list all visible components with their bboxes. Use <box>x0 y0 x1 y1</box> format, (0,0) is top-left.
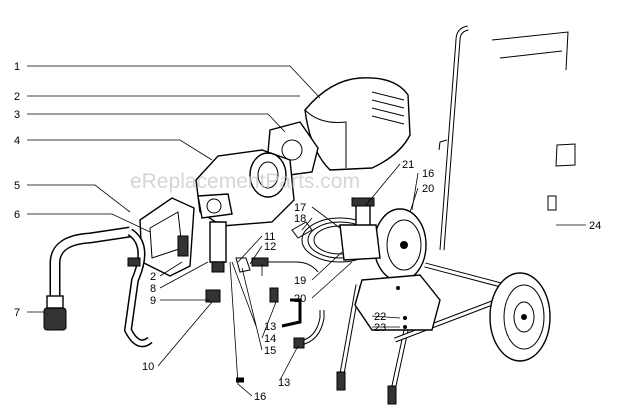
fittings <box>127 221 325 383</box>
callout-20-lower: 20 <box>294 293 306 305</box>
callout-15: 15 <box>264 345 276 357</box>
callout-18: 18 <box>294 213 306 225</box>
pump-wheel <box>373 208 427 282</box>
pump-assembly <box>195 149 295 273</box>
callout-17: 17 <box>294 202 306 214</box>
callout-4: 4 <box>14 135 20 147</box>
callout-10: 10 <box>142 361 154 373</box>
callouts: 1 2 3 4 5 6 7 2 8 9 10 11 12 13 14 15 13… <box>14 61 601 403</box>
callout-2-lower: 2 <box>150 271 156 283</box>
callout-9: 9 <box>150 295 156 307</box>
callout-20: 20 <box>422 183 434 195</box>
callout-13: 13 <box>264 321 276 333</box>
hose-reel <box>301 197 381 263</box>
callout-13-lower: 13 <box>278 377 290 389</box>
watermark: eReplacementParts.com <box>130 170 360 193</box>
leader-lines <box>27 65 586 397</box>
callout-1: 1 <box>14 61 20 73</box>
callout-14: 14 <box>264 333 276 345</box>
motor-cover <box>304 77 411 171</box>
callout-3: 3 <box>14 109 20 121</box>
callout-11: 11 <box>264 231 275 243</box>
callout-6: 6 <box>14 209 20 221</box>
callout-19: 19 <box>294 275 306 287</box>
cart-frame <box>336 15 588 405</box>
cart-wheel <box>489 272 551 362</box>
callout-24: 24 <box>589 220 601 232</box>
callout-8: 8 <box>150 283 156 295</box>
callout-7: 7 <box>14 307 20 319</box>
callout-12: 12 <box>264 241 276 253</box>
callout-5: 5 <box>14 180 20 192</box>
base-plate <box>354 274 441 331</box>
suction-tube <box>43 226 153 348</box>
callout-23: 23 <box>374 322 386 334</box>
callout-16: 16 <box>254 391 266 403</box>
callout-2: 2 <box>14 91 20 103</box>
front-cover <box>139 197 195 277</box>
callout-16-right: 16 <box>422 168 434 180</box>
callout-21: 21 <box>402 159 414 171</box>
callout-22: 22 <box>374 311 386 323</box>
